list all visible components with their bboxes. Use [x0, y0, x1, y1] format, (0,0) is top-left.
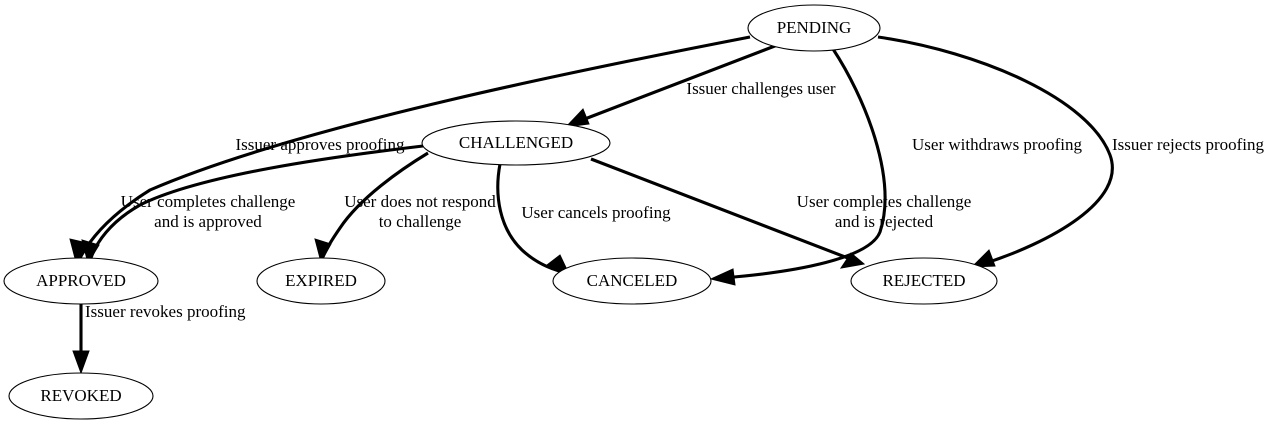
- edge-path-challenged-to-approved: [89, 144, 424, 259]
- arrowhead-pending-to-challenged: [564, 108, 590, 128]
- edge-label-challenged-to-approved-line2: and is approved: [154, 212, 262, 231]
- node-label-rejected: REJECTED: [882, 271, 965, 290]
- edge-label-pending-to-approved: Issuer approves proofing: [235, 135, 405, 154]
- node-label-pending: PENDING: [777, 18, 852, 37]
- arrowhead-challenged-to-expired: [314, 238, 332, 264]
- node-label-expired: EXPIRED: [285, 271, 357, 290]
- node-label-revoked: REVOKED: [40, 386, 121, 405]
- edge-path-pending-to-challenged: [576, 42, 781, 124]
- edge-label-challenged-to-expired-line1: User does not respond: [344, 192, 496, 211]
- node-label-challenged: CHALLENGED: [459, 133, 573, 152]
- node-ellipse-canceled[interactable]: [552, 257, 712, 305]
- edge-label-challenged-to-expired-line2: to challenge: [379, 212, 462, 231]
- edge-challenged-to-expired: User does not respond to challenge: [314, 151, 496, 264]
- edge-pending-to-rejected: Issuer rejects proofing: [877, 35, 1265, 268]
- edge-path-pending-to-canceled: [721, 48, 887, 280]
- node-label-canceled: CANCELED: [587, 271, 678, 290]
- edge-label-pending-to-challenged: Issuer challenges user: [686, 79, 836, 98]
- arrowhead-approved-to-revoked: [72, 350, 90, 375]
- edge-pending-to-challenged: Issuer challenges user: [564, 42, 836, 128]
- edge-label-challenged-to-rejected-line1: User completes challenge: [797, 192, 972, 211]
- node-revoked[interactable]: REVOKED: [8, 372, 154, 420]
- edge-path-pending-to-approved: [78, 35, 751, 259]
- edge-pending-to-canceled: User withdraws proofing: [709, 48, 1082, 286]
- arrowhead-pending-to-rejected: [970, 249, 996, 268]
- node-ellipse-challenged[interactable]: [421, 120, 611, 166]
- arrowhead-challenged-to-approved: [81, 239, 100, 265]
- node-ellipse-revoked[interactable]: [8, 372, 154, 420]
- edge-challenged-to-rejected: User completes challenge and is rejected: [590, 157, 972, 269]
- node-label-approved: APPROVED: [36, 271, 126, 290]
- node-ellipse-rejected[interactable]: [850, 257, 998, 305]
- edge-path-challenged-to-canceled: [496, 163, 564, 274]
- node-ellipse-pending[interactable]: [747, 4, 881, 52]
- edge-approved-to-revoked: Issuer revokes proofing: [72, 302, 246, 375]
- edge-label-challenged-to-canceled: User cancels proofing: [521, 203, 671, 222]
- node-pending[interactable]: PENDING: [747, 4, 881, 52]
- edge-label-approved-to-revoked: Issuer revokes proofing: [85, 302, 246, 321]
- edge-pending-to-approved: Issuer approves proofing: [69, 35, 751, 264]
- node-expired[interactable]: EXPIRED: [256, 257, 386, 305]
- edge-path-pending-to-rejected: [877, 35, 1114, 266]
- node-rejected[interactable]: REJECTED: [850, 257, 998, 305]
- edge-label-pending-to-canceled: User withdraws proofing: [912, 135, 1082, 154]
- node-ellipse-approved[interactable]: [3, 257, 159, 305]
- arrowhead-pending-to-canceled: [709, 268, 736, 286]
- node-challenged[interactable]: CHALLENGED: [421, 120, 611, 166]
- edge-path-challenged-to-rejected: [590, 157, 854, 262]
- node-canceled[interactable]: CANCELED: [552, 257, 712, 305]
- edge-label-challenged-to-rejected-line2: and is rejected: [835, 212, 934, 231]
- arrowhead-challenged-to-rejected: [839, 252, 866, 269]
- edge-challenged-to-approved: User completes challenge and is approved: [81, 144, 424, 265]
- edge-label-challenged-to-approved-line1: User completes challenge: [121, 192, 296, 211]
- edge-label-pending-to-rejected: Issuer rejects proofing: [1112, 135, 1265, 154]
- node-ellipse-expired[interactable]: [256, 257, 386, 305]
- node-approved[interactable]: APPROVED: [3, 257, 159, 305]
